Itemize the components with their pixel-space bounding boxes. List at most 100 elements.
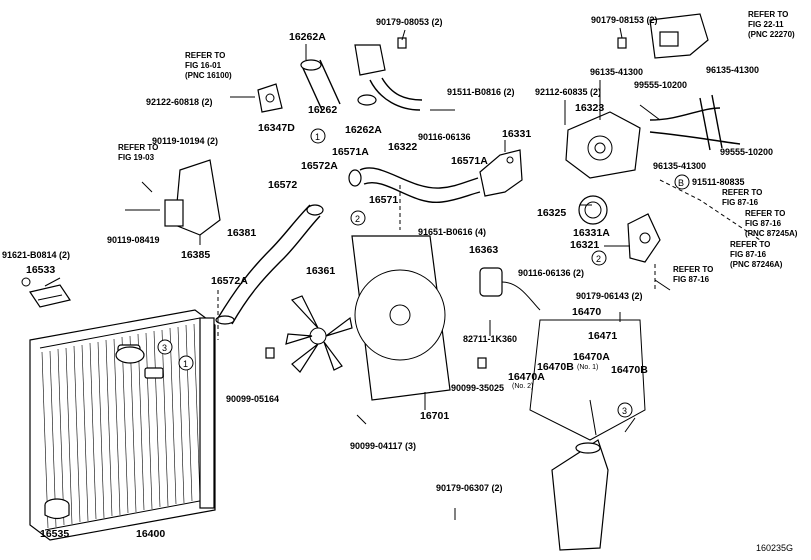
label-16470B-a: 16470B [537,361,574,373]
water-outlet-16331 [479,149,523,197]
label-90099-35025: 90099-35025 [451,383,504,393]
svg-text:(PNC 87245A): (PNC 87245A) [745,229,798,238]
callout-3b: 3 [617,402,633,418]
label-16470A-a: 16470A [573,351,610,363]
svg-text:(PNC 22270): (PNC 22270) [748,30,795,39]
label-16571A-a: 16571A [332,146,369,158]
svg-text:FIG 87-16: FIG 87-16 [745,219,782,228]
label-16322: 16322 [388,141,417,153]
refer-fig22-11: REFER TO FIG 22-11 (PNC 22270) [748,10,795,39]
svg-text:FIG 19-03: FIG 19-03 [118,153,155,162]
label-16572A-a: 16572A [301,160,338,172]
svg-text:(PNC 16100): (PNC 16100) [185,71,232,80]
label-90116-06136-b: 90116-06136 (2) [518,268,584,278]
label-82711-1K360: 82711-1K360 [463,334,517,344]
label-16262A-b: 16262A [345,124,382,136]
water-inlet-16321 [627,213,661,263]
clip-90099-35025 [477,357,487,369]
svg-text:3: 3 [622,406,627,416]
svg-text:3: 3 [162,343,167,353]
radiator-cushion-16535 [44,498,70,520]
label-96135-41300-b: 96135-41300 [706,65,759,75]
callout-1b: 1 [178,355,194,371]
svg-text:2: 2 [596,254,601,264]
label-16325: 16325 [537,207,566,219]
clip-90099-05164 [265,347,275,359]
svg-text:1: 1 [183,359,188,369]
svg-text:REFER TO: REFER TO [745,209,785,218]
svg-text:1: 1 [315,132,320,142]
fan-16361 [285,295,353,373]
svg-text:FIG 87-16: FIG 87-16 [722,198,759,207]
label-16571: 16571 [369,194,398,206]
fan-motor-16363 [479,267,541,311]
label-no2: (No. 2) [512,383,533,390]
svg-text:REFER TO: REFER TO [748,10,788,19]
svg-text:REFER TO: REFER TO [673,265,713,274]
hose-16571 [348,167,481,203]
bracket-16381 [164,159,221,236]
label-16331: 16331 [502,128,531,140]
sensor-block [649,13,709,59]
label-16400: 16400 [136,528,165,540]
label-90099-04117: 90099-04117 (3) [350,441,416,451]
label-16323: 16323 [575,102,604,114]
callout-2a: 2 [350,210,366,226]
label-99555-10200-b: 99555-10200 [720,147,773,157]
label-16262A: 16262A [289,31,326,43]
refer-fig87-16-a: REFER TO FIG 87-16 [722,188,762,207]
svg-text:FIG 87-16: FIG 87-16 [673,275,710,284]
label-91511-B0816: 91511-B0816 (2) [447,87,515,97]
label-91511-80835: 91511-80835 [692,177,745,187]
label-no1: (No. 1) [577,364,598,371]
label-16572: 16572 [268,179,297,191]
label-16470B-b: 16470B [611,364,648,376]
svg-text:REFER TO: REFER TO [730,240,770,249]
label-90119-08419: 90119-08419 [107,235,160,245]
label-90179-06307: 90179-06307 (2) [436,483,503,493]
bolts [125,37,671,520]
label-16331A: 16331A [573,227,610,239]
throttle-body-16323 [565,111,641,179]
label-96135-41300-c: 96135-41300 [653,161,706,171]
label-16471: 16471 [588,330,617,342]
label-16385: 16385 [181,249,210,261]
label-90179-06143: 90179-06143 (2) [576,291,643,301]
callout-B: B [674,174,690,190]
label-16361: 16361 [306,265,335,277]
label-90119-10194: 90119-10194 (2) [152,136,218,146]
label-16701: 16701 [420,410,449,422]
label-16347D: 16347D [258,122,295,134]
diagram-code: 160235G [756,543,793,553]
fan-shroud-16711 [351,235,451,401]
label-92112-60835: 92112-60835 (2) [535,87,601,97]
label-91621-B0814: 91621-B0814 (2) [2,250,70,260]
svg-text:FIG 87-16: FIG 87-16 [730,250,767,259]
label-96135-41300-a: 96135-41300 [590,67,643,77]
label-90179-08053: 90179-08053 (2) [376,17,443,27]
svg-text:(PNC 87246A): (PNC 87246A) [730,260,783,269]
label-92122-60818: 92122-60818 (2) [146,97,213,107]
label-16533: 16533 [26,264,55,276]
hose-16262 [300,59,341,111]
callout-3a: 3 [157,339,173,355]
label-16535: 16535 [40,528,69,540]
label-90179-08153: 90179-08153 (2) [591,15,658,25]
svg-text:FIG 16-01: FIG 16-01 [185,61,222,70]
radiator-support-16533 [21,277,71,308]
callout-1a: 1 [310,128,326,144]
label-90099-05164: 90099-05164 [226,394,279,404]
svg-text:REFER TO: REFER TO [722,188,762,197]
hose-16572 [215,204,324,325]
label-16470A-b: 16470A [508,371,545,383]
thermostat-16325 [578,195,608,225]
refer-fig16-01: REFER TO FIG 16-01 (PNC 16100) [185,51,232,80]
radiator [29,309,216,541]
bypass-pipe-16347D [257,83,283,113]
reserve-tank-16470 [529,319,646,551]
label-90116-06136-a: 90116-06136 [418,132,471,142]
svg-text:FIG 22-11: FIG 22-11 [748,20,784,29]
label-16363: 16363 [469,244,498,256]
refer-fig87-16-d: REFER TO FIG 87-16 [673,265,713,284]
